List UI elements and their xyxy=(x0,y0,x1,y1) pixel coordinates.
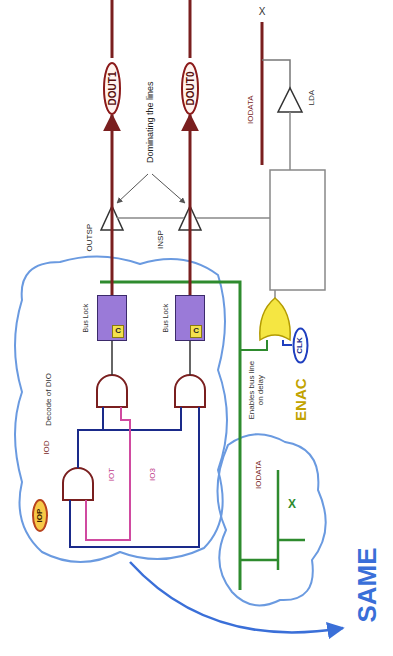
and-gate xyxy=(97,375,127,407)
green-wire xyxy=(100,282,240,590)
signal-name: IOT xyxy=(107,468,116,481)
clock-wire xyxy=(283,340,292,345)
enable-wire xyxy=(117,217,184,219)
node-label: DOUT1 xyxy=(107,71,118,105)
signal-name: IODATA xyxy=(245,96,254,125)
signal-name: IODATA xyxy=(253,461,262,490)
green-sketch xyxy=(278,539,305,542)
annotation: Decode of DIO xyxy=(43,374,52,427)
node-label: CLK xyxy=(296,337,305,353)
bus-line xyxy=(189,0,192,58)
signal-name: OUTSP xyxy=(85,224,94,252)
cut-mark: X xyxy=(257,6,268,18)
signal-oval: IOP xyxy=(32,498,49,532)
leader-line xyxy=(117,174,148,203)
delay-block xyxy=(270,170,325,290)
leader-line xyxy=(152,174,185,203)
gate-output xyxy=(189,341,191,375)
annotation: Dominating the lines xyxy=(145,81,155,163)
enable-wire xyxy=(289,112,291,170)
decode-wire xyxy=(102,407,104,430)
node-label: C xyxy=(190,325,202,338)
signal-name: IO3 xyxy=(147,469,156,482)
tristate-buffer xyxy=(278,88,302,112)
annotation-cloud xyxy=(15,256,227,562)
or-gate xyxy=(260,298,290,340)
bus-connector xyxy=(111,115,114,295)
annotation: Enables bus line on delay xyxy=(247,359,265,421)
gate-output xyxy=(111,341,113,375)
oval-outline xyxy=(33,500,47,531)
green-wire xyxy=(240,340,267,350)
node-label: DOUT0 xyxy=(185,71,196,105)
bus-connector xyxy=(189,115,192,295)
oval-outline xyxy=(182,63,198,114)
enable-wire xyxy=(274,290,276,298)
node-label: C xyxy=(112,325,124,338)
same-arrow xyxy=(130,562,343,632)
bus-line xyxy=(111,0,114,58)
and-gate xyxy=(63,468,93,500)
signal-name: LDA xyxy=(307,90,316,106)
clock-oval: CLK xyxy=(292,327,309,364)
node-label: IOP xyxy=(36,508,45,522)
cut-mark: X xyxy=(288,498,296,512)
flip-flop: C xyxy=(97,295,127,341)
part-name: Bus Lock xyxy=(162,304,170,333)
green-sketch xyxy=(277,470,280,570)
part-name: Bus Lock xyxy=(82,304,90,333)
signal-name: INSP xyxy=(155,231,164,250)
and-gate xyxy=(175,375,205,407)
feedback-wire xyxy=(262,60,290,88)
enable-wire xyxy=(196,217,270,219)
signal-name: ENAC xyxy=(291,379,308,422)
bus-line xyxy=(261,22,264,165)
signal-name: IOD xyxy=(41,441,50,455)
signal-oval: DOUT1 xyxy=(103,61,122,115)
green-sketch xyxy=(240,559,278,562)
annotation: SAME xyxy=(353,547,383,622)
signal-oval: DOUT0 xyxy=(181,61,200,115)
annotation-cloud xyxy=(217,434,325,605)
blue-wire xyxy=(70,407,199,547)
pink-wire xyxy=(86,407,130,540)
flip-flop: C xyxy=(175,295,205,341)
oval-outline xyxy=(293,328,307,362)
oval-outline xyxy=(104,63,120,114)
